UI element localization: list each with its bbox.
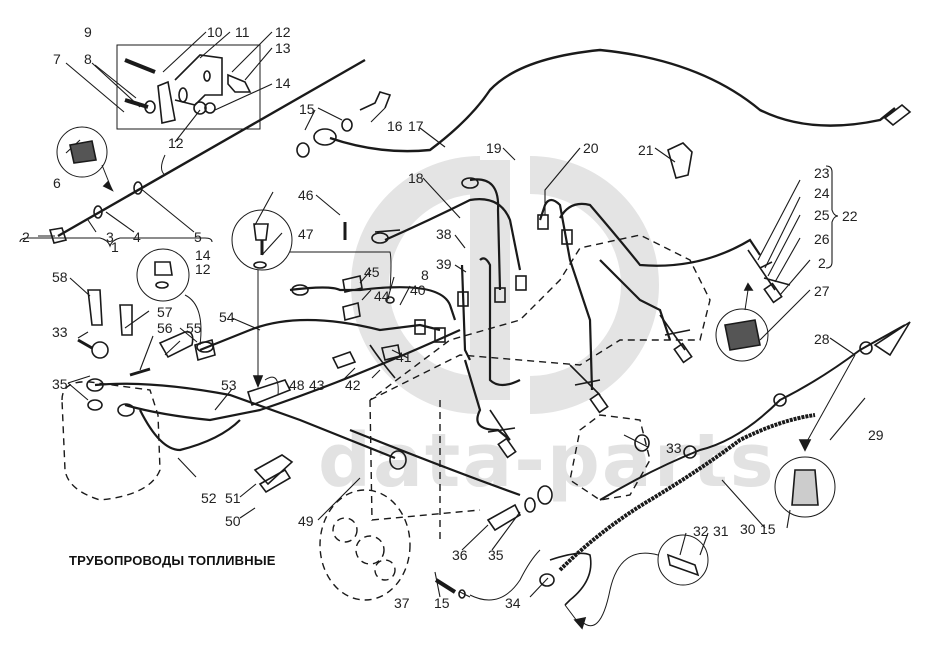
callout-8-middle: 8	[421, 267, 429, 283]
callout-17: 17	[408, 118, 424, 134]
callout-35: 35	[488, 547, 504, 563]
callout-16: 16	[387, 118, 403, 134]
callout-48: 48	[289, 377, 305, 393]
callout-leaders	[19, 31, 866, 598]
callout-2-right: 2	[818, 255, 826, 271]
callout-7: 7	[53, 51, 61, 67]
callout-24: 24	[814, 185, 830, 201]
callout-28: 28	[814, 331, 830, 347]
callout-21: 21	[638, 142, 654, 158]
callout-5: 5	[194, 229, 202, 245]
callout-29: 29	[868, 427, 884, 443]
callout-31: 31	[713, 523, 729, 539]
callout-2: 2	[22, 229, 30, 245]
callout-33-left: 33	[52, 324, 68, 340]
callout-38: 38	[436, 226, 452, 242]
callout-11: 11	[235, 24, 250, 40]
callout-54: 54	[219, 309, 235, 325]
callout-14: 14	[275, 75, 291, 91]
callout-12-left: 12	[195, 261, 211, 277]
callout-22: 22	[842, 208, 858, 224]
callout-27: 27	[814, 283, 830, 299]
callout-20: 20	[583, 140, 599, 156]
callout-15-right: 15	[760, 521, 776, 537]
callout-51: 51	[225, 490, 241, 506]
callout-39: 39	[436, 256, 452, 272]
callout-14-left: 14	[195, 247, 211, 263]
callout-32: 32	[693, 523, 709, 539]
callout-23: 23	[814, 165, 830, 181]
callout-47: 47	[298, 226, 314, 242]
callout-9: 9	[84, 24, 92, 40]
callout-56: 56	[157, 320, 173, 336]
callout-52: 52	[201, 490, 217, 506]
callout-18: 18	[408, 170, 424, 186]
callout-58: 58	[52, 269, 68, 285]
watermark-text: data-parts	[318, 418, 776, 504]
callout-19: 19	[486, 140, 502, 156]
callout-40: 40	[410, 282, 426, 298]
callout-55: 55	[186, 320, 202, 336]
callout-3: 3	[106, 229, 114, 245]
callout-35-left: 35	[52, 376, 68, 392]
callout-50: 50	[225, 513, 241, 529]
callout-26: 26	[814, 231, 830, 247]
callout-49: 49	[298, 513, 314, 529]
callout-33: 33	[666, 440, 682, 456]
callout-4: 4	[133, 229, 141, 245]
callout-25: 25	[814, 207, 830, 223]
callout-36: 36	[452, 547, 468, 563]
callout-34: 34	[505, 595, 521, 611]
callout-15: 15	[299, 101, 315, 117]
callout-12-lower: 12	[168, 135, 184, 151]
callout-46: 46	[298, 187, 314, 203]
callout-13: 13	[275, 40, 291, 56]
callout-43: 43	[309, 377, 325, 393]
callout-37: 37	[394, 595, 410, 611]
drawing-parts	[48, 44, 912, 630]
callout-30: 30	[740, 521, 756, 537]
callout-57: 57	[157, 304, 173, 320]
watermark-logo	[351, 156, 659, 414]
callout-45: 45	[364, 264, 380, 280]
callout-41: 41	[396, 349, 412, 365]
callout-8: 8	[84, 51, 92, 67]
callout-53: 53	[221, 377, 237, 393]
callout-1: 1	[111, 239, 119, 255]
callout-44: 44	[374, 288, 390, 304]
callout-6: 6	[53, 175, 61, 191]
diagram-title: ТРУБОПРОВОДЫ ТОПЛИВНЫЕ	[69, 553, 276, 568]
callout-12: 12	[275, 24, 291, 40]
callout-15-bottom: 15	[434, 595, 450, 611]
callout-10: 10	[207, 24, 223, 40]
callout-42: 42	[345, 377, 361, 393]
